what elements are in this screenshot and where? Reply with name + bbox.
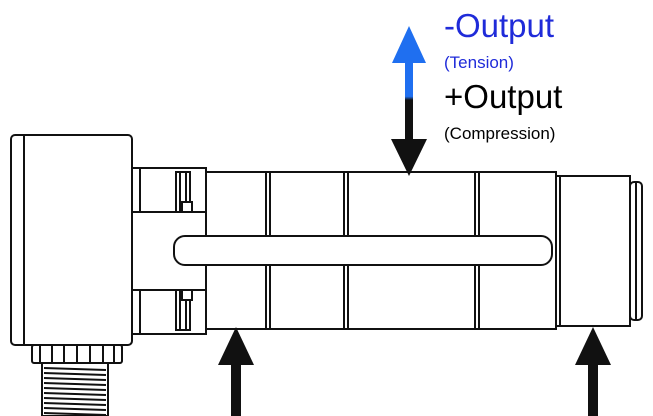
thread-line	[43, 387, 107, 391]
compression-label: (Compression)	[444, 124, 556, 143]
thread-line	[43, 412, 107, 416]
tension-label: (Tension)	[444, 53, 514, 72]
connector-housing	[10, 134, 133, 346]
support-arrow-left	[218, 327, 254, 416]
sensing-slot	[173, 235, 553, 266]
mounting-screw-top	[175, 171, 193, 213]
cable-nut	[31, 344, 123, 364]
end-cap	[555, 175, 643, 327]
thread-line	[43, 402, 107, 406]
thread-line	[43, 372, 107, 376]
thread-line	[43, 392, 107, 396]
support-arrow-right	[575, 327, 611, 416]
compression-arrow	[391, 100, 427, 176]
thread-line	[43, 397, 107, 401]
thread-line	[43, 382, 107, 386]
negative-output-label: -Output	[444, 7, 555, 44]
thread-line	[43, 377, 107, 381]
thread-line	[43, 407, 107, 411]
positive-output-label: +Output	[444, 78, 563, 115]
thread-line	[43, 367, 107, 371]
threaded-connector	[41, 362, 109, 416]
mount-neck	[131, 167, 207, 335]
tension-arrow	[392, 26, 426, 100]
mounting-screw-bottom	[175, 289, 193, 331]
